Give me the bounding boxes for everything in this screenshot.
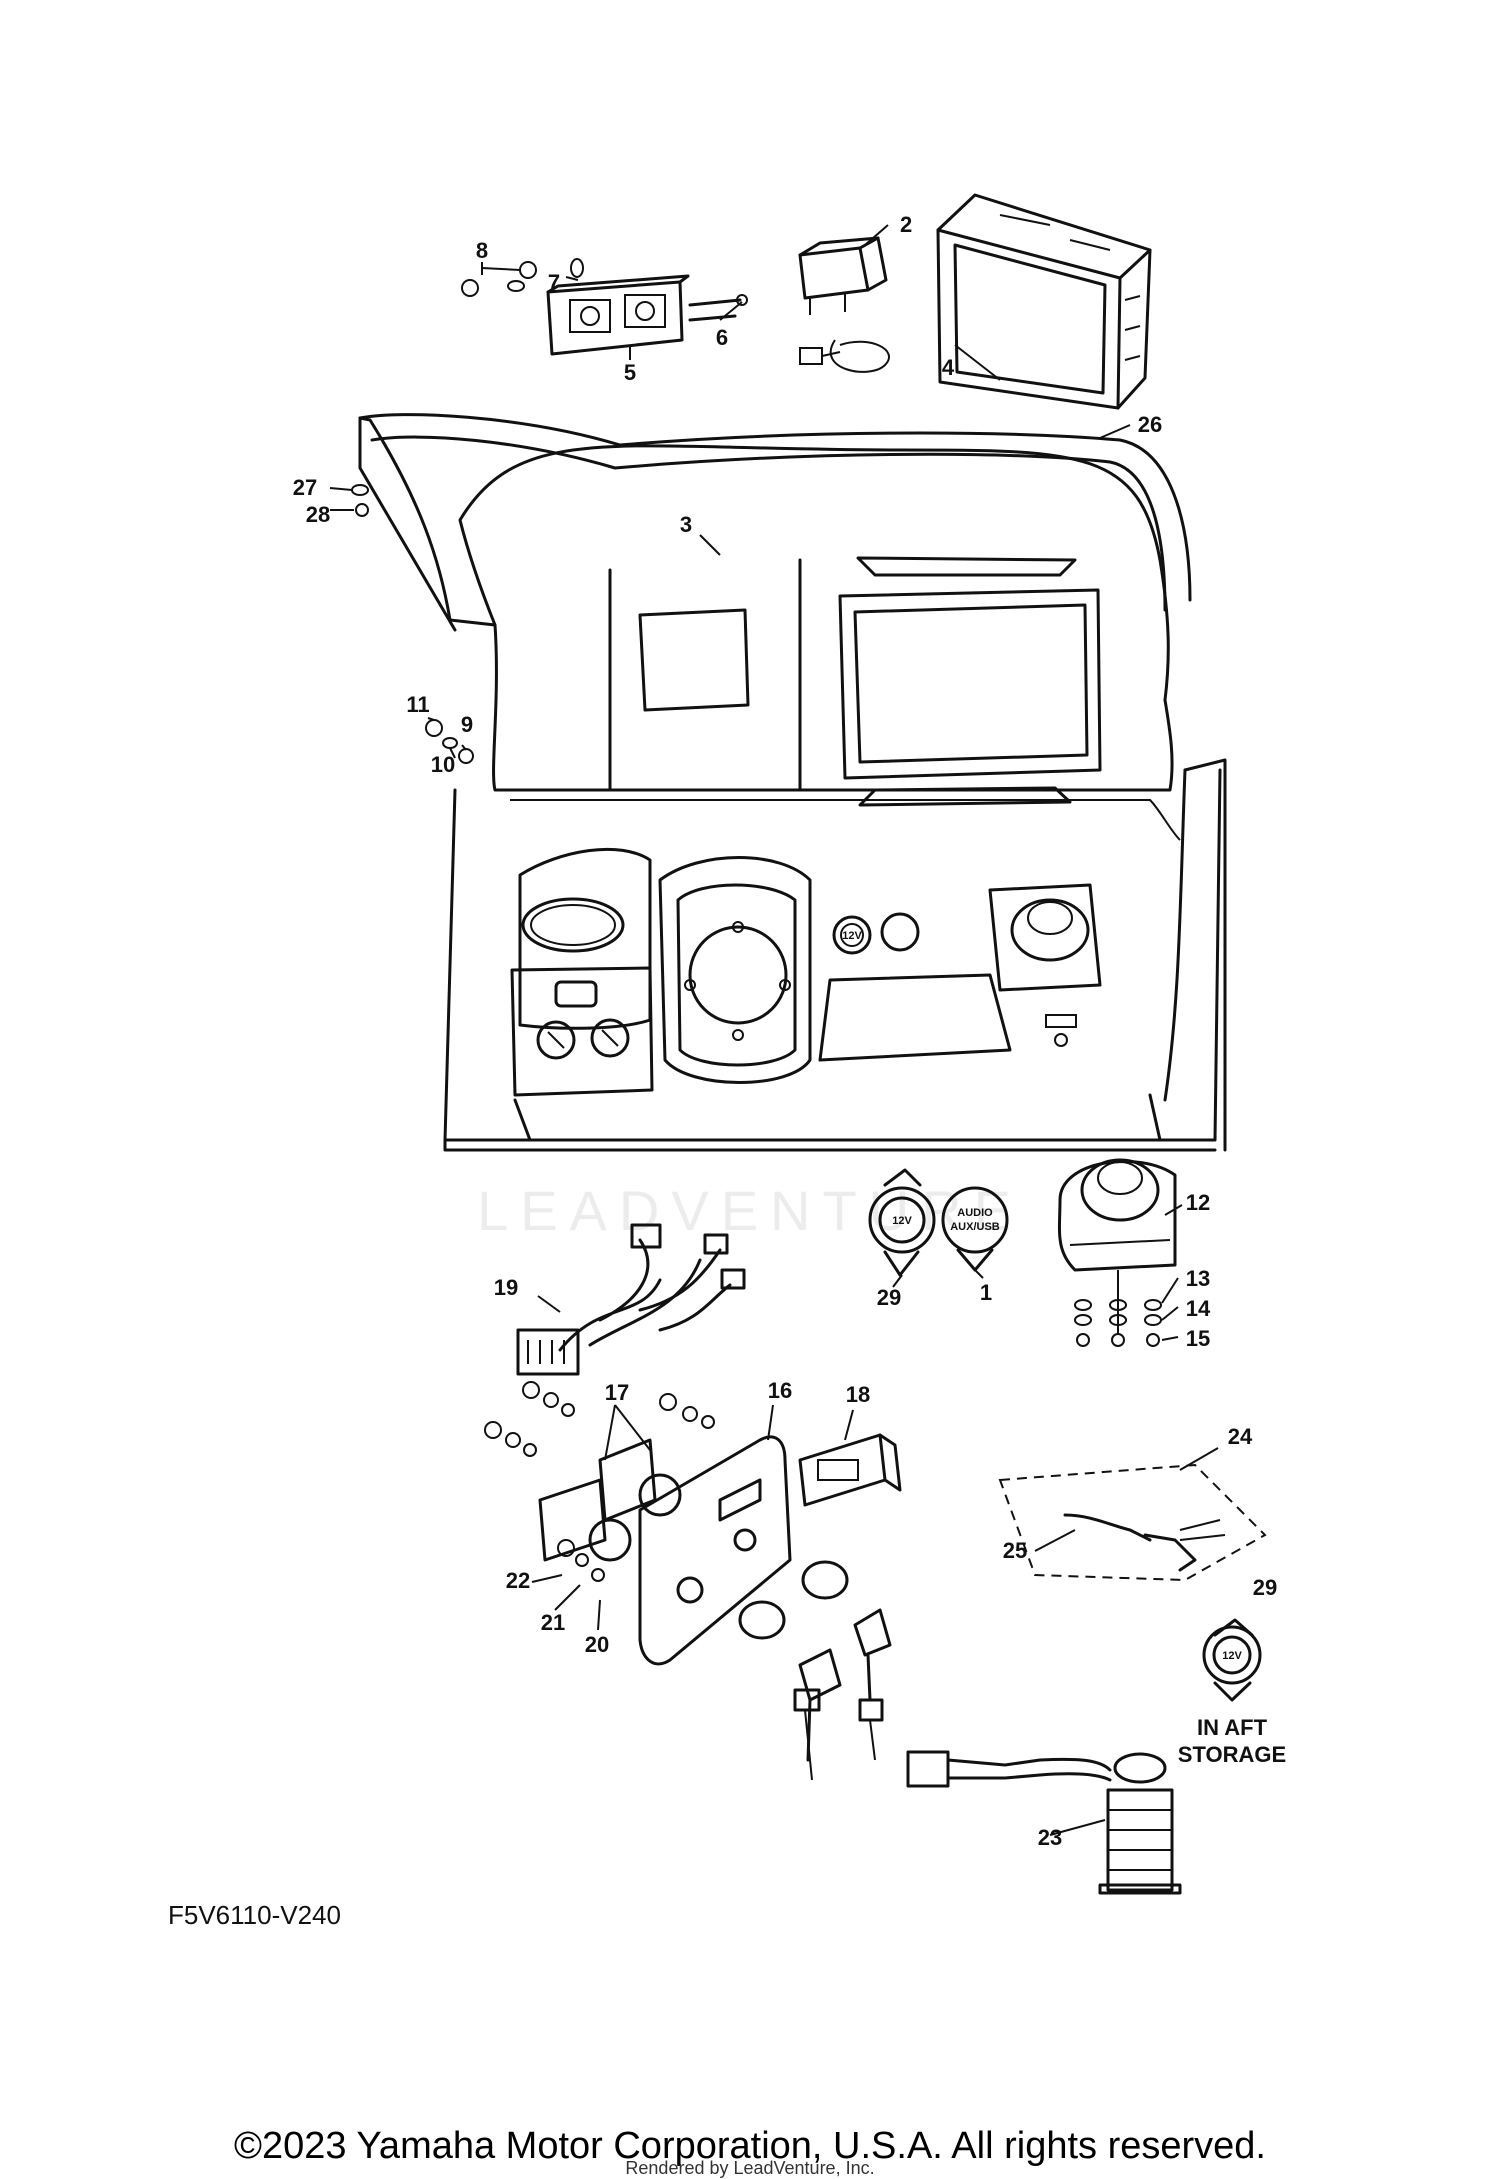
diagram-code: F5V6110-V240 (168, 1900, 341, 1930)
console-body: 12V (443, 758, 1227, 1152)
callout-10: 10 (431, 752, 455, 777)
callout-15: 15 (1186, 1326, 1210, 1351)
copyright-notice: ©2023 Yamaha Motor Corporation, U.S.A. A… (234, 2125, 1266, 2167)
socket-12v-marking: 12V (892, 1215, 912, 1227)
part-26-trim (358, 413, 1192, 612)
callout-28: 28 (306, 502, 330, 527)
callout-3: 3 (680, 512, 692, 537)
audio-label: AUDIO (957, 1207, 993, 1219)
callout-19: 19 (494, 1275, 518, 1300)
callout-1: 1 (980, 1280, 992, 1305)
rendered-by-notice: Rendered by LeadVenture, Inc. (625, 2158, 875, 2178)
callout-8: 8 (476, 238, 488, 263)
callout-4: 4 (942, 355, 955, 380)
callout-12: 12 (1186, 1190, 1210, 1215)
callout-11: 11 (406, 692, 429, 717)
callout-16: 16 (768, 1378, 792, 1403)
part-4-display (936, 193, 1152, 410)
callout-9: 9 (461, 712, 473, 737)
console-12v-marking: 12V (842, 930, 862, 942)
callout-22: 22 (506, 1568, 530, 1593)
callout-17: 17 (605, 1380, 629, 1405)
callout-20: 20 (585, 1632, 609, 1657)
callout-7: 7 (548, 270, 560, 295)
part-19-harness (516, 1223, 746, 1376)
aft-storage-note-line1: IN AFT (1197, 1715, 1268, 1740)
callout-29: 29 (877, 1285, 901, 1310)
parts-27-28-hardware (351, 484, 369, 517)
callout-29-aft: 29 (1253, 1575, 1277, 1600)
part-24-kit (998, 1463, 1267, 1582)
aft-socket-12v-marking: 12V (1222, 1650, 1242, 1662)
callout-2: 2 (900, 212, 912, 237)
part-3-dash-panel (358, 416, 1181, 841)
callout-24: 24 (1228, 1424, 1253, 1449)
part-2-module (798, 236, 890, 373)
aft-socket-29: 12V (1202, 1618, 1262, 1702)
watermark-text: LEADVENTURE (477, 1179, 1023, 1242)
part-12-throttle (1057, 1158, 1177, 1347)
callout-5: 5 (624, 360, 636, 385)
callout-26: 26 (1138, 412, 1162, 437)
callout-6: 6 (716, 325, 728, 350)
leader-lines (329, 224, 1219, 1836)
callout-27: 27 (293, 475, 317, 500)
callout-13: 13 (1186, 1266, 1210, 1291)
callout-18: 18 (846, 1382, 870, 1407)
callout-21: 21 (541, 1610, 565, 1635)
key-switches (738, 1560, 892, 1781)
part-23-sensor (906, 1750, 1182, 1895)
callout-labels: 2 8 7 6 5 4 26 27 28 3 11 9 10 12 13 14 … (293, 212, 1277, 1850)
callout-14: 14 (1186, 1296, 1211, 1321)
callout-23: 23 (1038, 1825, 1062, 1850)
aft-storage-note-line2: STORAGE (1178, 1742, 1286, 1767)
part-16-switch-panel (484, 1381, 902, 1666)
part-5-switch-housing (461, 258, 748, 356)
audio-sub-label: AUX/USB (950, 1221, 1000, 1233)
callout-25: 25 (1003, 1538, 1027, 1563)
part-29-socket: 12V (868, 1168, 936, 1277)
